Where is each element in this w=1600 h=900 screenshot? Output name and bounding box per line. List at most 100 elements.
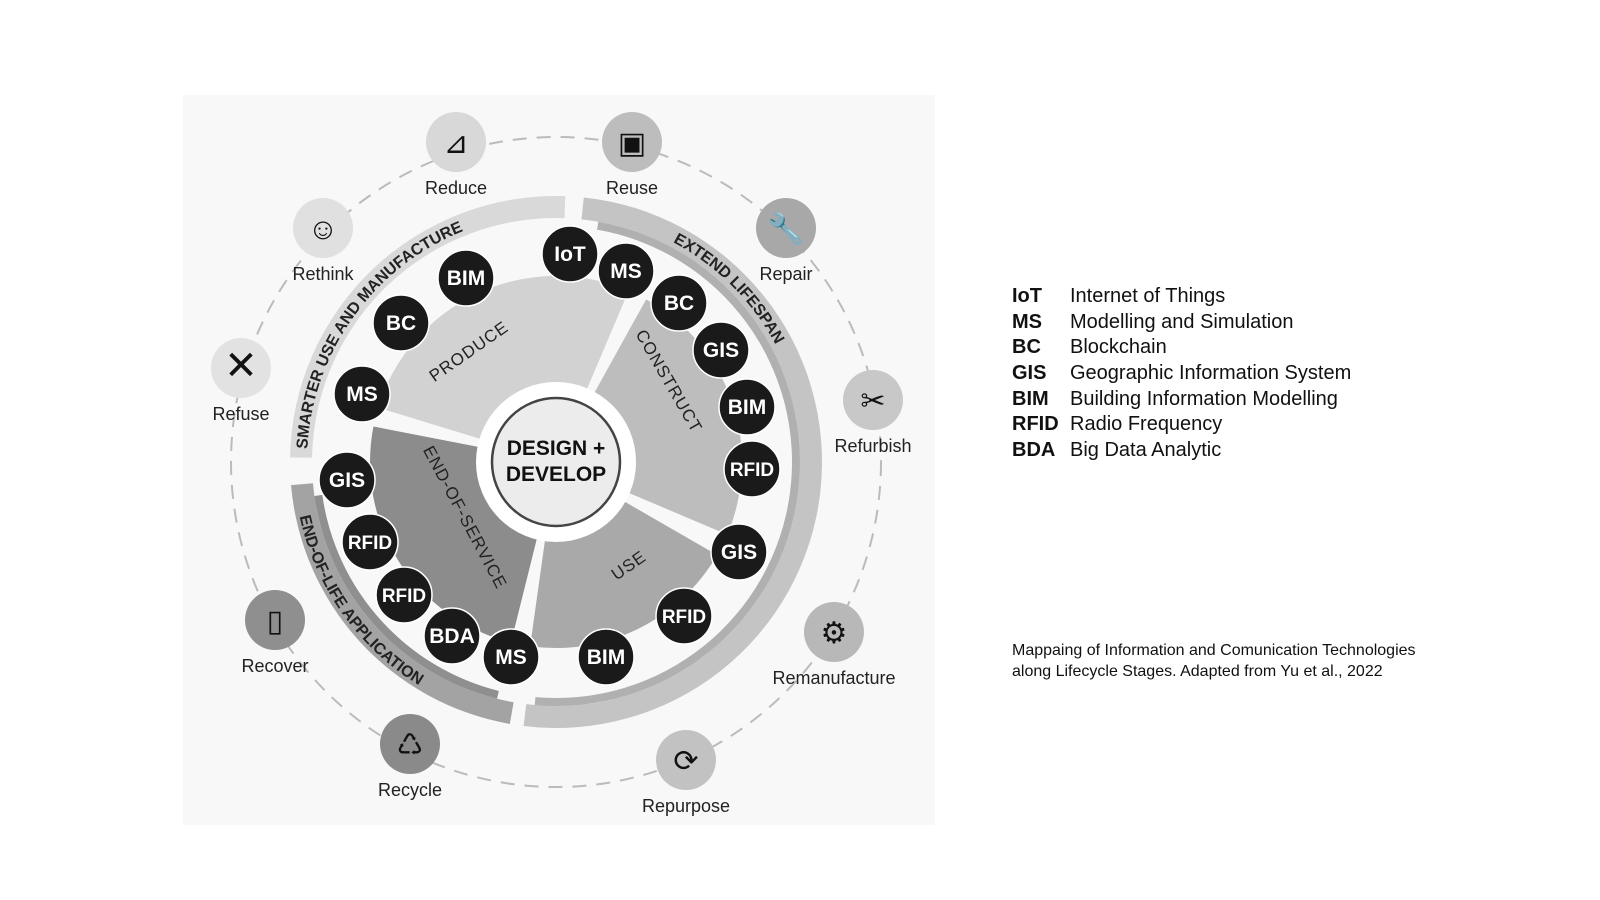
ict-badge-iot: IoT — [541, 225, 599, 283]
badge-circle — [655, 587, 713, 645]
badge-circle — [541, 225, 599, 283]
legend-full: Geographic Information System — [1070, 362, 1352, 385]
legend-full: Radio Frequency — [1070, 413, 1223, 436]
legend-item: BIM Building Information Modelling — [1012, 386, 1351, 412]
badge-circle — [482, 628, 540, 686]
legend-item: MS Modelling and Simulation — [1012, 310, 1351, 336]
ict-badge-bim: BIM — [437, 249, 495, 307]
ict-badge-bda: BDA — [423, 607, 481, 665]
strategy-icon-bg — [211, 338, 271, 398]
strategy-label: Recover — [241, 656, 308, 676]
badge-label: RFID — [662, 607, 706, 628]
strategy-label: Rethink — [292, 264, 354, 284]
strategy-label: Refuse — [212, 404, 269, 424]
band-end-of-life — [291, 483, 514, 724]
badge-label: BC — [386, 312, 416, 335]
cycle-arrows-icon: ⟳ — [673, 745, 698, 778]
badge-label: MS — [346, 383, 378, 406]
sector-end-of-service — [370, 426, 538, 643]
strategy-refurbish: ✂Refurbish — [834, 370, 912, 456]
band-smarter-use — [290, 195, 566, 458]
strategy-repair: 🔧Repair — [756, 198, 816, 284]
badge-label: MS — [495, 646, 527, 669]
badge-circle — [692, 321, 750, 379]
strategy-label: Reduce — [425, 178, 487, 198]
badge-label: GIS — [721, 541, 757, 564]
ict-badge-bc: BC — [372, 294, 430, 352]
strategy-icon-bg — [843, 370, 903, 430]
badge-circle — [650, 274, 708, 332]
ict-badge-bc: BC — [650, 274, 708, 332]
strategy-recycle: ♺Recycle — [378, 714, 442, 800]
badge-label: GIS — [703, 339, 739, 362]
tools-icon: ✂ — [860, 385, 885, 418]
badge-circle — [372, 294, 430, 352]
badge-label: IoT — [554, 243, 586, 266]
badge-label: BIM — [447, 267, 486, 290]
badge-label: MS — [610, 260, 642, 283]
legend-abbr: IoT — [1012, 285, 1042, 308]
ict-badge-gis: GIS — [318, 451, 376, 509]
caption-line2: along Lifecycle Stages. Adapted from Yu … — [1012, 663, 1383, 680]
ict-badge-ms: MS — [333, 365, 391, 423]
ict-badge-rfid: RFID — [723, 440, 781, 498]
badge-label: BIM — [587, 646, 626, 669]
badge-circle — [577, 628, 635, 686]
badge-circle — [437, 249, 495, 307]
legend-item: RFID Radio Frequency — [1012, 412, 1351, 438]
legend-item: IoT Internet of Things — [1012, 284, 1351, 310]
strategy-label: Remanufacture — [772, 668, 895, 688]
strategy-refuse: ✕Refuse — [211, 338, 271, 424]
ict-badge-gis: GIS — [710, 523, 768, 581]
strategy-icon-bg — [804, 602, 864, 662]
legend: IoT Internet of Things MS Modelling and Si… — [1012, 284, 1351, 463]
strategy-repurpose: ⟳ Repurpose — [642, 730, 730, 816]
center-circle — [490, 396, 622, 528]
caption-line1: Mappaing of Information and Comunication… — [1012, 642, 1416, 659]
badge-circle — [318, 451, 376, 509]
badge-circle — [375, 566, 433, 624]
ict-badge-rfid: RFID — [375, 566, 433, 624]
strategy-icon-bg — [602, 112, 662, 172]
legend-abbr: BC — [1012, 336, 1041, 359]
strategy-label: Recycle — [378, 780, 442, 800]
badge-circle — [723, 440, 781, 498]
legend-abbr: RFID — [1012, 413, 1059, 436]
legend-full: Internet of Things — [1070, 285, 1226, 308]
strategy-label: Repurpose — [642, 796, 730, 816]
legend-item: GIS Geographic Information System — [1012, 361, 1351, 387]
ict-badge-bim: BIM — [577, 628, 635, 686]
strategy-rethink: ☺Rethink — [292, 198, 355, 284]
strategy-label: Reuse — [606, 178, 658, 198]
legend-abbr: BIM — [1012, 387, 1049, 410]
strategy-icon-bg — [380, 714, 440, 774]
badge-circle — [597, 242, 655, 300]
badge-label: BDA — [429, 625, 475, 648]
badge-circle — [423, 607, 481, 665]
ict-badge-bim: BIM — [718, 378, 776, 436]
badge-label: RFID — [382, 586, 426, 607]
container-icon: ▯ — [267, 605, 284, 638]
strategy-recover: ▯ Recover — [241, 590, 309, 676]
figure-caption: Mappaing of Information and Comunication… — [1012, 640, 1472, 682]
legend-abbr: BDA — [1012, 438, 1056, 461]
wrench-hand-icon: 🔧 — [767, 210, 804, 246]
badge-label: BIM — [728, 396, 767, 419]
badge-circle — [710, 523, 768, 581]
badge-label: GIS — [329, 469, 365, 492]
legend-full: Building Information Modelling — [1070, 387, 1338, 410]
gear-icon: ⚙ — [821, 617, 848, 650]
legend-abbr: MS — [1012, 310, 1042, 333]
legend-full: Modelling and Simulation — [1070, 310, 1294, 333]
legend-abbr: GIS — [1012, 362, 1047, 385]
strategy-icon-bg — [426, 112, 486, 172]
strategy-reduce: ⊿Reduce — [425, 112, 487, 198]
strategy-icon-bg — [656, 730, 716, 790]
center-label-line1: DESIGN + — [507, 437, 606, 460]
center-label-line2: DEVELOP — [506, 463, 606, 486]
window-cycle-icon: ▣ — [618, 127, 646, 160]
ict-badge-ms: MS — [597, 242, 655, 300]
badge-label: BC — [664, 292, 694, 315]
